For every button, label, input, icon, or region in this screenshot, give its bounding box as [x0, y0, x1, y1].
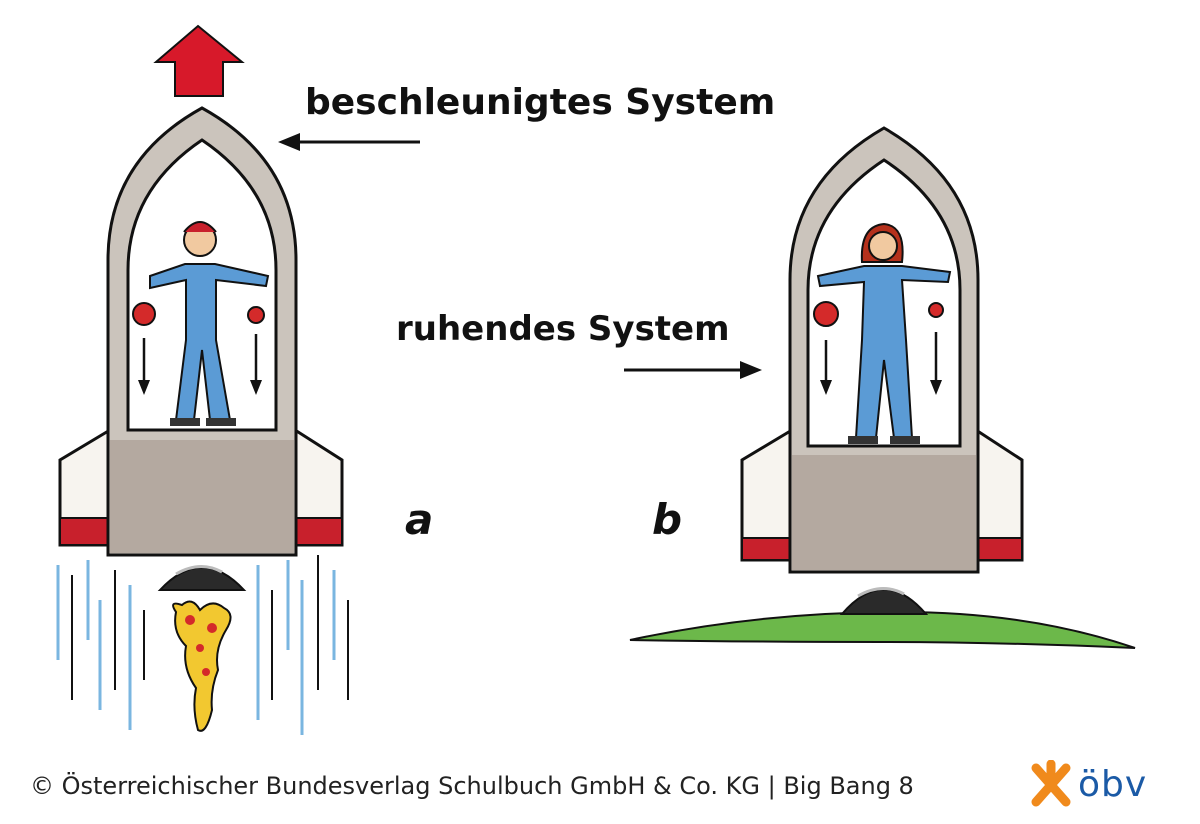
- exhaust-streaks: [56, 555, 349, 735]
- falling-ball-right-a: [247, 306, 265, 324]
- arrow-to-rocket-a: [278, 133, 420, 151]
- copyright-footer: © Österreichischer Bundesverlag Schulbuc…: [30, 772, 914, 800]
- falling-ball-left-b: [813, 301, 839, 327]
- rocket-a: [58, 106, 344, 591]
- astronaut-a: [149, 221, 270, 426]
- ground: [629, 610, 1136, 649]
- obv-logo-text: öbv: [1078, 764, 1148, 805]
- fall-arrow-left-b: [820, 340, 832, 395]
- falling-ball-right-b: [928, 302, 944, 318]
- fall-arrow-left-a: [138, 338, 150, 395]
- falling-ball-left-a: [132, 302, 156, 326]
- arrow-to-rocket-b: [624, 361, 762, 379]
- panel-label-a: a: [405, 495, 433, 544]
- obv-logo: öbv: [1026, 759, 1176, 812]
- panel-label-b: b: [652, 495, 682, 544]
- rocket-diagram: beschleunigtes System: [56, 24, 1136, 735]
- fall-arrow-right-a: [250, 334, 262, 395]
- rocket-flame: [172, 600, 232, 732]
- astronaut-b: [816, 222, 952, 444]
- label-accelerated-system: beschleunigtes System: [305, 82, 775, 123]
- fall-arrow-right-b: [930, 332, 942, 395]
- acceleration-up-arrow: [153, 24, 245, 97]
- label-resting-system: ruhendes System: [396, 309, 730, 349]
- obv-star-icon: [1031, 759, 1071, 807]
